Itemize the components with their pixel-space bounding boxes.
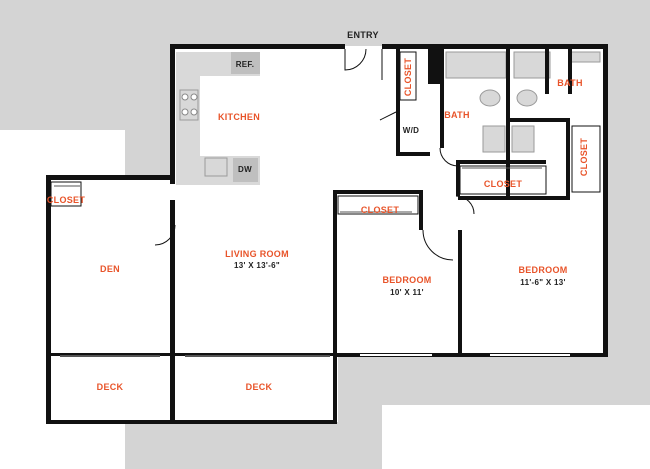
wd-door-icon (379, 111, 397, 121)
shelf-icon (569, 51, 601, 63)
bedroom-label: BEDROOM (382, 275, 431, 285)
closet-hall-label: CLOSET (484, 179, 523, 189)
door-swings (154, 48, 475, 261)
sink-icon (204, 157, 228, 177)
toilet-2-icon (516, 89, 538, 107)
toilet-icon (479, 89, 501, 107)
den-door-icon (154, 224, 176, 246)
entry-door-icon (344, 48, 367, 71)
decks (51, 358, 334, 420)
kitchen-label: KITCHEN (218, 112, 260, 122)
bedroom-door-icon (422, 229, 454, 261)
bath-label: BATH (444, 110, 470, 120)
bedroom-2-door-icon (455, 195, 475, 215)
bath-door-icon (439, 147, 459, 167)
windows (54, 167, 570, 357)
living-room-label: LIVING ROOM (225, 249, 289, 259)
den-label: DEN (100, 264, 120, 274)
deck-2-label: DECK (246, 382, 273, 392)
closets (50, 51, 601, 215)
dw-label: DW (238, 165, 252, 174)
ref-label: REF. (236, 60, 255, 69)
bathtub-2-icon (513, 51, 551, 79)
deck-label: DECK (97, 382, 124, 392)
closet-bedroom-label: CLOSET (361, 205, 400, 215)
living-room-dims: 13' X 13'-6" (234, 261, 280, 270)
bedroom-2-dims: 11'-6" X 13' (520, 278, 565, 287)
bath-2-label: BATH (557, 78, 583, 88)
refrigerator-icon (231, 52, 260, 74)
bedroom-dims: 10' X 11' (390, 288, 424, 297)
closet-bath-label: CLOSET (579, 138, 589, 177)
kitchen-counters (176, 52, 260, 185)
vanity-icon (482, 125, 506, 153)
entry-label: ENTRY (347, 30, 379, 40)
closet-den-label: CLOSET (47, 195, 86, 205)
bathtub-icon (445, 51, 507, 79)
walls (46, 44, 608, 424)
closet-entry-label: CLOSET (403, 58, 413, 97)
bedroom-2-label: BEDROOM (518, 265, 567, 275)
dishwasher-icon (233, 158, 258, 182)
vanity-2-icon (511, 125, 535, 153)
bath-fixtures (445, 51, 601, 153)
wd-label: W/D (403, 126, 419, 135)
